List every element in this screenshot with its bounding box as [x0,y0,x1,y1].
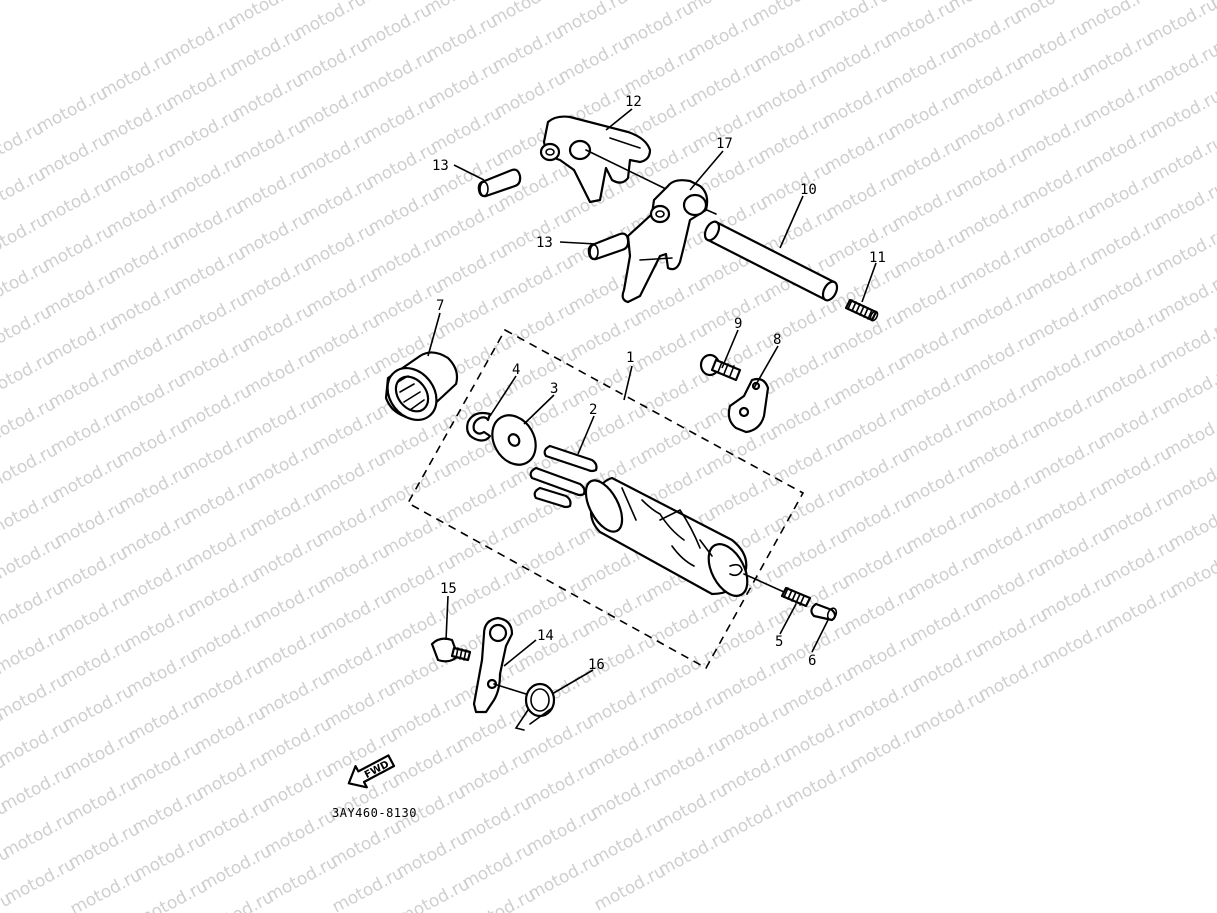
leader-lines [427,108,877,695]
shift-guide-bar [703,220,839,302]
stopper-lever-14 [472,616,514,714]
guide-pin-upper [477,168,522,198]
drum-axis-line [743,573,785,593]
callout-9: 9 [734,316,742,332]
dowel-pins-2 [529,444,598,509]
torsion-spring-16 [493,682,556,731]
bearing-7 [384,351,459,421]
bolt-15 [430,637,472,663]
callout-5: 5 [775,634,783,650]
callout-4: 4 [512,362,520,378]
shift-drum [584,476,749,597]
shaft-centerline [585,149,669,191]
callout-6: 6 [808,653,816,669]
spring-5 [780,586,812,608]
watermark-text: motod.ru [1147,86,1217,140]
callout-17: 17 [716,136,733,152]
callout-1: 1 [626,350,634,366]
washer-3 [491,414,537,466]
drawing-code: 3AY460-8130 [332,806,417,820]
bolt-9 [699,353,742,382]
callout-13-upper: 13 [432,158,449,174]
callout-12: 12 [625,94,642,110]
plunger-6 [810,602,838,622]
watermark-text: motod.ru [1151,178,1217,232]
watermark-text: motod.ru [1143,0,1217,48]
callout-7: 7 [436,298,444,314]
guide-pin-lower [587,232,630,261]
watermark-text: motod.ru [1153,224,1217,278]
callout-15: 15 [440,581,457,597]
spring-11 [844,298,879,322]
callouts: 12 13 17 10 13 11 7 9 8 1 4 3 2 15 14 16… [432,94,886,673]
watermark-text: motod.ru [1149,132,1217,186]
circlip-4 [466,411,492,442]
assembly-group-outline [406,328,805,670]
callout-3: 3 [550,381,558,397]
callout-11: 11 [869,250,886,266]
shift-fork-lower [621,179,709,304]
callout-2: 2 [589,402,597,418]
watermark-text: motod.ru [1145,40,1217,94]
callout-8: 8 [773,332,781,348]
plate-8 [727,377,770,434]
callout-13-lower: 13 [536,235,553,251]
callout-16: 16 [588,657,605,673]
callout-10: 10 [800,182,817,198]
shift-fork-upper [539,115,652,204]
watermark-text: motod.ru [1207,0,1217,13]
callout-14: 14 [537,628,554,644]
